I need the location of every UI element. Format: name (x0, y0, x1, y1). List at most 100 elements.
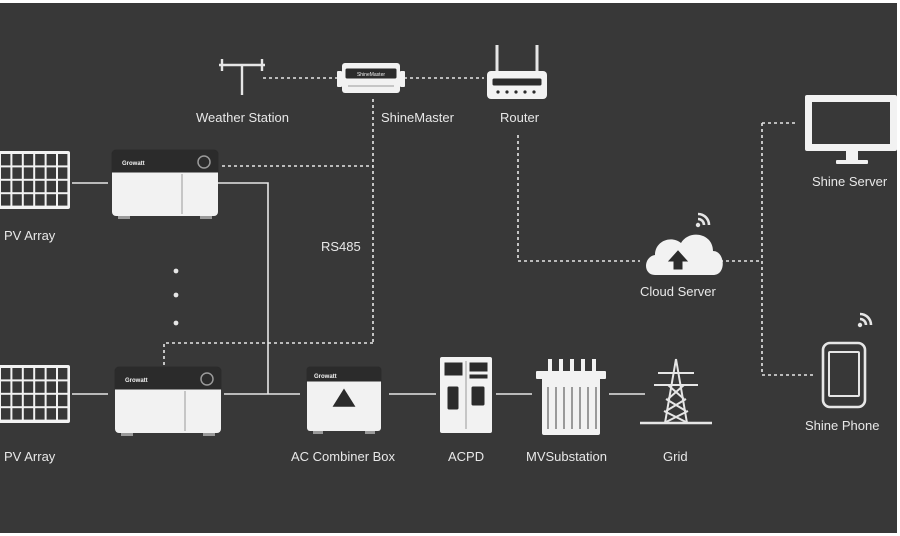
solar-cell (35, 381, 45, 393)
solar-cell (12, 180, 22, 193)
solar-cell (23, 180, 34, 193)
label-weather-station: Weather Station (196, 110, 289, 125)
solar-cell (1, 180, 11, 193)
solar-cell (46, 381, 56, 393)
transformer-icon (536, 359, 606, 435)
cloud-upload-icon (646, 234, 723, 275)
solar-cell (35, 167, 45, 179)
solar-cell (1, 154, 11, 166)
transformer-bushing (581, 359, 585, 371)
solar-cell (58, 194, 68, 206)
connections (72, 182, 645, 395)
solar-cell (12, 154, 22, 166)
solar-cell (12, 394, 22, 407)
solar-cell (23, 394, 34, 407)
combiner-box-icon: Growatt (306, 366, 382, 434)
inverter-brand: Growatt (125, 378, 148, 384)
solar-cell (23, 167, 34, 179)
solar-cell (1, 167, 11, 179)
solar-panel-icon (0, 151, 70, 209)
transformer-bushing (570, 359, 574, 371)
solar-cell (12, 368, 22, 380)
wifi-signal-icon (695, 212, 711, 228)
label-mv-substation: MVSubstation (526, 449, 607, 464)
cabinet-icon (440, 357, 492, 433)
solar-cell (23, 381, 34, 393)
pylon-icon (640, 358, 712, 425)
inverter-brand: Growatt (122, 161, 145, 167)
solar-cell (12, 167, 22, 179)
inverter-icon: Growatt (114, 366, 222, 436)
router-led (514, 90, 518, 94)
label-pv-array-bottom: PV Array (4, 449, 56, 464)
solar-panel-icon (0, 365, 70, 423)
solar-cell (58, 381, 68, 393)
solar-cell (1, 394, 11, 407)
dash-rs485-to-inverter-bottom (163, 342, 373, 367)
label-acpd: ACPD (448, 449, 485, 464)
router-led (505, 90, 509, 94)
label-grid: Grid (663, 449, 688, 464)
solar-cell (12, 381, 22, 393)
router-icon (487, 45, 547, 99)
router-led (523, 90, 527, 94)
solar-cell (35, 408, 45, 420)
label-rs485: RS485 (321, 239, 361, 254)
diagram-canvas: Growatt Growatt ShineMaster (0, 3, 897, 533)
solar-cell (46, 167, 56, 179)
transformer-bushing (548, 359, 552, 371)
router-led (532, 90, 536, 94)
solar-cell (23, 154, 34, 166)
transformer-bushing (592, 359, 596, 371)
solar-cell (23, 194, 34, 206)
smartphone-icon (821, 341, 867, 409)
router-led (496, 90, 500, 94)
solar-cell (58, 180, 68, 193)
solar-cell (46, 180, 56, 193)
datalogger-icon: ShineMaster (337, 63, 405, 93)
solar-cell (58, 154, 68, 166)
shinemaster-badge: ShineMaster (357, 72, 385, 78)
inverter-icon: Growatt (111, 149, 219, 219)
label-pv-array-top: PV Array (4, 228, 56, 243)
wifi-signal-icon (857, 312, 873, 328)
solar-cell (1, 408, 11, 420)
solar-cell (35, 180, 45, 193)
label-shine-phone: Shine Phone (805, 418, 880, 433)
label-ac-combiner-box: AC Combiner Box (291, 449, 396, 464)
dashed-connections (163, 77, 816, 376)
solar-cell (1, 194, 11, 206)
dash-router-to-cloud (517, 135, 640, 262)
solar-cell (46, 394, 56, 407)
transformer-bushing (559, 359, 563, 371)
solar-cell (46, 408, 56, 420)
diagram-panel: Growatt Growatt ShineMaster (0, 3, 897, 533)
label-router: Router (500, 110, 540, 125)
solar-cell (12, 194, 22, 206)
solar-cell (46, 368, 56, 380)
solar-cell (23, 368, 34, 380)
ellipsis-dot (173, 268, 179, 274)
combiner-brand: Growatt (314, 374, 337, 380)
solar-cell (35, 194, 45, 206)
ellipsis-dot (173, 320, 179, 326)
monitor-icon (805, 95, 897, 164)
label-shine-server: Shine Server (812, 174, 888, 189)
solar-cell (58, 167, 68, 179)
weather-station-icon (219, 59, 265, 95)
solar-cell (58, 394, 68, 407)
solar-cell (58, 408, 68, 420)
solar-cell (35, 368, 45, 380)
solar-cell (58, 368, 68, 380)
label-shinemaster: ShineMaster (381, 110, 454, 125)
solar-cell (35, 154, 45, 166)
ellipsis-dot (173, 292, 179, 298)
diagram-background (0, 3, 897, 533)
solar-cell (1, 368, 11, 380)
solar-cell (23, 408, 34, 420)
solar-cell (46, 154, 56, 166)
solar-cell (1, 381, 11, 393)
solar-cell (46, 194, 56, 206)
line-inverter-top-ac (218, 182, 269, 394)
